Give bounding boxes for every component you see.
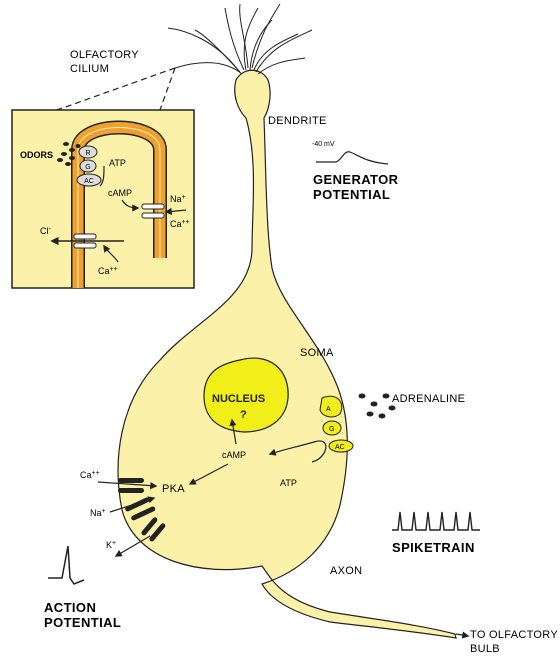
pka-label: PKA: [162, 483, 185, 495]
atp-label: ATP: [280, 478, 297, 488]
adrenaline-label: ADRENALINE: [392, 393, 465, 405]
dendrite-label: DENDRITE: [268, 115, 327, 127]
inset-ca2-label: Ca++: [98, 266, 118, 276]
inset-receptor-complex: [76, 145, 102, 187]
spiketrain-trace: [392, 511, 480, 531]
odor-molecules: [57, 142, 81, 166]
inset-odors-label: ODORS: [20, 150, 53, 160]
inset-ca-label: Ca++: [170, 219, 190, 229]
action-label-line2: POTENTIAL: [44, 615, 121, 630]
receptor-ac-label: AC: [335, 444, 345, 451]
receptor-g-label: G: [329, 426, 334, 433]
soma-ion-channels: [118, 478, 166, 542]
inset-na-label: Na+: [170, 194, 186, 204]
action-label-line1: ACTION: [44, 600, 96, 615]
generator-label-line2: POTENTIAL: [313, 187, 390, 202]
inset-callout-line-right: [159, 67, 176, 111]
inset-r-label: R: [85, 150, 90, 157]
inset-camp-label: cAMP: [108, 188, 132, 198]
cilium-label-line2: CILIUM: [70, 63, 109, 75]
receptor-a-label: A: [326, 406, 331, 413]
generator-potential-trace: [316, 151, 389, 165]
generator-mv-label: -40 mV: [312, 141, 335, 148]
nucleus-label: NUCLEUS: [212, 393, 265, 405]
nucleus-question: ?: [240, 409, 247, 421]
inset-g-label: G: [85, 164, 90, 171]
inset-cl-channel: [73, 233, 97, 249]
axon-label: AXON: [330, 565, 362, 577]
to-bulb-label-line2: BULB: [470, 643, 500, 655]
inset-cng-channel: [141, 203, 165, 219]
spiketrain-label: SPIKETRAIN: [392, 540, 475, 555]
generator-label-line1: GENERATOR: [313, 172, 399, 187]
soma-label: SOMA: [300, 347, 334, 359]
nucleus: [203, 357, 289, 433]
ion-ca-label: Ca++: [80, 470, 100, 480]
adrenaline-receptor: [319, 395, 354, 453]
inset-cl-label: Cl-: [40, 226, 52, 236]
ion-na-label: Na+: [90, 508, 106, 518]
cilium-label-line1: OLFACTORY: [70, 49, 139, 61]
adrenaline-molecules: [358, 393, 396, 419]
inset-ac-label: AC: [84, 178, 94, 185]
cilia-tuft: [167, 3, 313, 75]
inset-atp-label: ATP: [109, 158, 126, 168]
neuron-body: [117, 69, 457, 639]
action-potential-trace: [48, 545, 85, 585]
camp-label: cAMP: [222, 450, 246, 460]
inset-callout-line-left: [56, 67, 176, 111]
to-bulb-label-line1: TO OLFACTORY: [470, 629, 558, 641]
ion-k-label: K+: [106, 540, 116, 550]
